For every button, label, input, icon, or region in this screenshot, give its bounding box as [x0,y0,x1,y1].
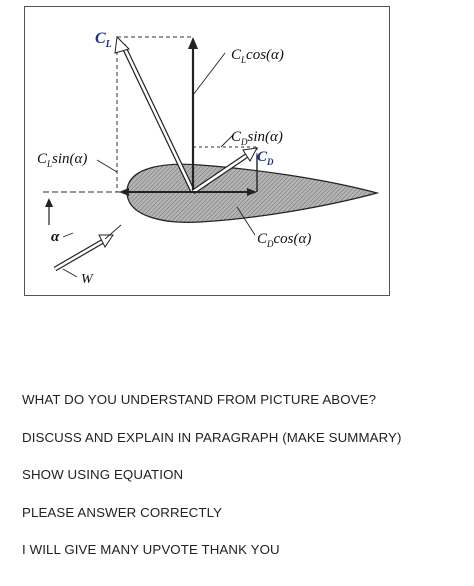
drag-label: CD [257,149,274,167]
drag-cos-label: CDcos(α) [257,231,311,249]
lift-label: CL [95,30,112,50]
airfoil-force-diagram: CL CLcos(α) CDsin(α) CD CLsin(α) CDcos(α… [24,6,390,296]
lift-cos-label: CLcos(α) [231,47,284,65]
lift-sin-label: CLsin(α) [37,151,87,169]
drag-sin-label: CDsin(α) [231,129,283,147]
wind-label: W [81,272,94,287]
drag-arrowhead [242,147,258,162]
diagram-canvas: CL CLcos(α) CDsin(α) CD CLsin(α) CDcos(α… [37,30,380,287]
question-line-2: DISCUSS AND EXPLAIN IN PARAGRAPH (MAKE S… [22,430,402,445]
question-line-1: WHAT DO YOU UNDERSTAND FROM PICTURE ABOV… [22,392,377,407]
lift-arrowhead [114,35,130,54]
question-line-5: I WILL GIVE MANY UPVOTE THANK YOU [22,542,280,557]
question-line-3: SHOW USING EQUATION [22,467,184,482]
question-line-4: PLEASE ANSWER CORRECTLY [22,505,223,520]
alpha-label: α [51,229,60,245]
